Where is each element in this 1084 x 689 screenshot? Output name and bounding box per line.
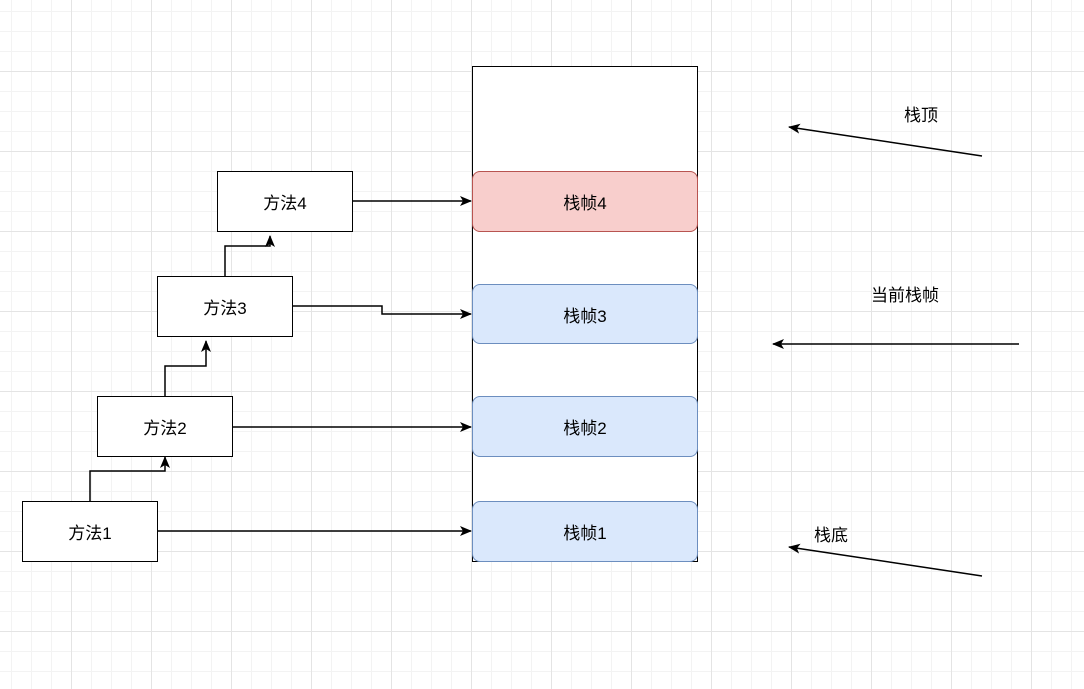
stack-frame-3-label: 栈帧3 bbox=[563, 306, 607, 326]
method-box-2: 方法2 bbox=[97, 396, 233, 457]
method-box-1: 方法1 bbox=[22, 501, 158, 562]
stack-frame-4: 栈帧4 bbox=[472, 171, 698, 232]
method-box-3: 方法3 bbox=[157, 276, 293, 337]
stack-frame-1: 栈帧1 bbox=[472, 501, 698, 562]
stack-frame-2: 栈帧2 bbox=[472, 396, 698, 457]
stack-frame-3: 栈帧3 bbox=[472, 284, 698, 344]
method-box-4: 方法4 bbox=[217, 171, 353, 232]
stack-frame-4-label: 栈帧4 bbox=[563, 194, 607, 213]
stack-frame-2-label: 栈帧2 bbox=[563, 419, 607, 438]
method-box-3-label: 方法3 bbox=[203, 299, 247, 318]
method-box-1-label: 方法1 bbox=[68, 524, 112, 543]
arrow-method1-to-method2 bbox=[89, 456, 170, 501]
stack-frame-1-label: 栈帧1 bbox=[563, 524, 607, 543]
arrow-stack-top bbox=[788, 123, 983, 157]
arrow-method3-to-method4 bbox=[224, 235, 275, 276]
arrow-stack-bottom bbox=[788, 543, 983, 577]
method-box-4-label: 方法4 bbox=[263, 194, 307, 213]
current-frame-label: 当前栈帧 bbox=[871, 286, 939, 305]
arrow-method2-to-method3 bbox=[164, 340, 211, 396]
stack-top-label: 栈顶 bbox=[904, 106, 938, 125]
arrow-method3-to-frame3 bbox=[293, 305, 472, 319]
stack-bottom-label: 栈底 bbox=[814, 526, 848, 545]
method-box-2-label: 方法2 bbox=[143, 419, 187, 438]
